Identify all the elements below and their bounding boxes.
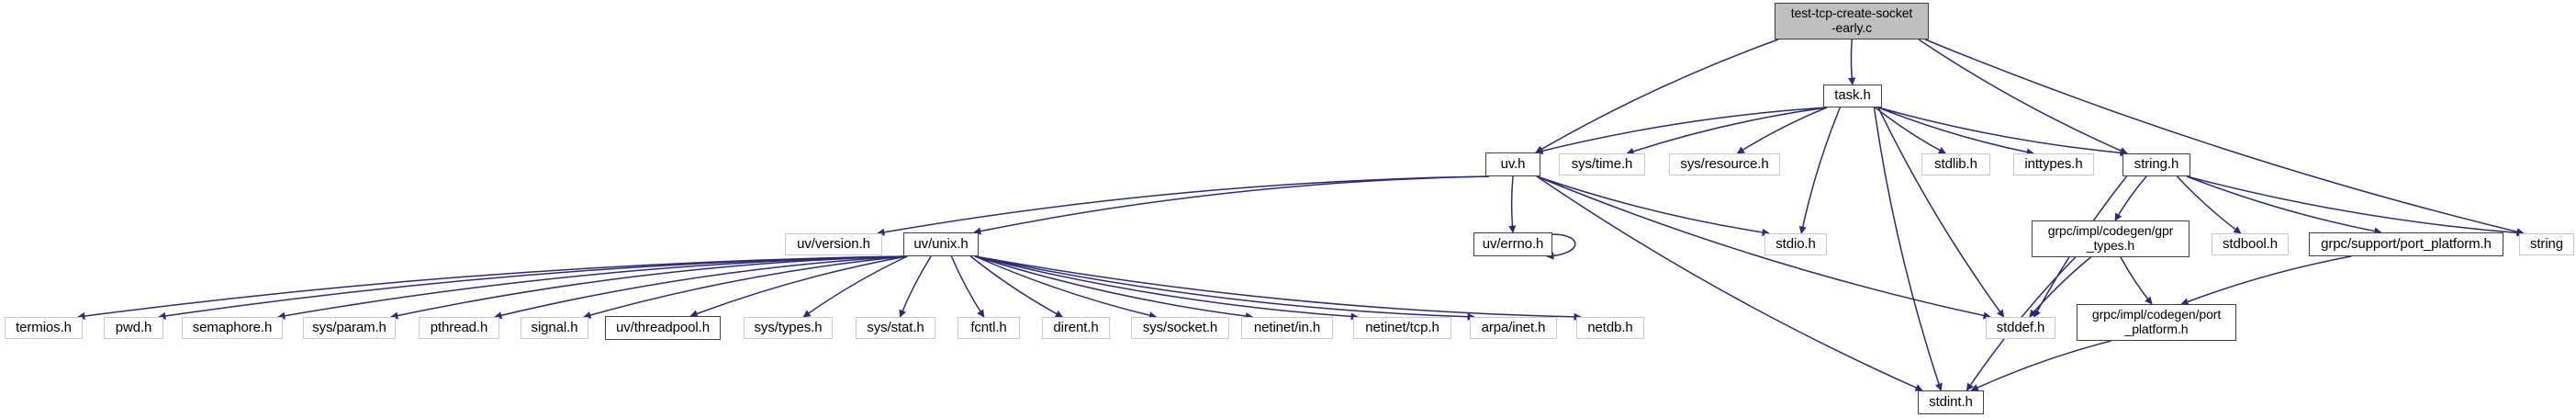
- graph-node-arpainet[interactable]: arpa/inet.h: [1470, 317, 1557, 339]
- graph-node-uvversion[interactable]: uv/version.h: [785, 233, 882, 255]
- graph-edge-root-to-task: [1848, 39, 1856, 85]
- graph-edge-root-to-stringh: [1918, 39, 2128, 154]
- graph-node-stdio[interactable]: stdio.h: [1764, 233, 1827, 255]
- graph-node-stddef[interactable]: stddef.h: [1986, 317, 2055, 339]
- graph-node-netinettcp[interactable]: netinet/tcp.h: [1353, 317, 1451, 339]
- graph-edge-stringh-to-stringcpp: [2186, 175, 2525, 237]
- graph-edge-uvunix-to-netdb: [974, 255, 1582, 321]
- graph-node-stringcpp[interactable]: string: [2519, 233, 2574, 255]
- graph-edge-gprtypes-to-portplat2: [2120, 256, 2153, 305]
- graph-edge-uvunix-to-netinettcp: [974, 255, 1359, 321]
- graph-edge-stringh-to-portplat: [2186, 175, 2382, 235]
- graph-node-pthread[interactable]: pthread.h: [419, 317, 499, 339]
- graph-edge-uvunix-to-systypes: [802, 255, 908, 318]
- graph-edge-uvunix-to-termios: [77, 255, 908, 321]
- graph-edge-uvunix-to-pthread: [494, 255, 908, 320]
- graph-node-inttypes[interactable]: inttypes.h: [2013, 153, 2094, 175]
- graph-edge-task-to-stdio: [1798, 107, 1842, 234]
- graph-node-netinetin[interactable]: netinet/in.h: [1241, 317, 1333, 339]
- graph-edge-task-to-stddef: [1877, 107, 2005, 318]
- graph-node-sysstat[interactable]: sys/stat.h: [856, 317, 935, 339]
- graph-edge-uvh-to-stdint: [1536, 175, 1923, 391]
- graph-node-systypes[interactable]: sys/types.h: [744, 317, 833, 339]
- graph-node-sysresource[interactable]: sys/resource.h: [1669, 153, 1780, 175]
- graph-edge-uvh-to-uvversion: [877, 175, 1490, 236]
- graph-edge-uvh-to-stddef: [1536, 175, 1991, 320]
- graph-edge-stringh-to-gprtypes: [2114, 175, 2147, 221]
- graph-edge-uvunix-to-uvthreadpool: [689, 255, 908, 318]
- graph-node-syssocket[interactable]: sys/socket.h: [1131, 317, 1229, 339]
- graph-edge-task-to-uvh: [1535, 107, 1828, 155]
- graph-edge-uvunix-to-dirent: [969, 255, 1064, 318]
- graph-edge-task-to-stringh: [1877, 107, 2128, 157]
- graph-node-pwd[interactable]: pwd.h: [104, 317, 163, 339]
- graph-edge-root-to-stringcpp: [1924, 39, 2525, 236]
- graph-edge-task-to-stdint: [1873, 107, 1943, 391]
- graph-edge-uvh-to-uverrno: [1508, 175, 1517, 233]
- graph-edge-portplat-to-portplat2: [2180, 255, 2352, 306]
- graph-edge-uvunix-to-signal: [583, 255, 908, 319]
- graph-node-task[interactable]: task.h: [1823, 85, 1882, 107]
- graph-node-portplat[interactable]: grpc/support/port_platform.h: [2309, 232, 2503, 256]
- graph-node-stdint[interactable]: stdint.h: [1918, 390, 1984, 414]
- graph-node-uvthreadpool[interactable]: uv/threadpool.h: [605, 316, 721, 340]
- graph-node-stdlib[interactable]: stdlib.h: [1921, 153, 1990, 175]
- graph-edge-uvunix-to-syssocket: [974, 255, 1158, 320]
- graph-node-stdbool[interactable]: stdbool.h: [2212, 233, 2289, 255]
- graph-edge-root-to-uvh: [1535, 39, 1779, 153]
- graph-edge-task-to-inttypes: [1877, 107, 2034, 156]
- graph-edge-portplat2-to-stdint: [1970, 340, 2111, 391]
- graph-node-uvunix[interactable]: uv/unix.h: [903, 232, 979, 256]
- graph-node-dirent[interactable]: dirent.h: [1042, 317, 1110, 339]
- graph-edge-uvunix-to-arpainet: [974, 255, 1475, 321]
- graph-node-uverrno[interactable]: uv/errno.h: [1473, 232, 1552, 256]
- graph-edge-uvunix-to-fcntl: [950, 255, 985, 318]
- graph-node-portplat2[interactable]: grpc/impl/codegen/port _platform.h: [2077, 304, 2236, 341]
- graph-node-gprtypes[interactable]: grpc/impl/codegen/gpr _types.h: [2032, 220, 2190, 257]
- graph-edge-task-to-systime: [1626, 107, 1828, 155]
- graph-edge-task-to-stdlib: [1875, 107, 1946, 154]
- graph-node-netdb[interactable]: netdb.h: [1576, 317, 1644, 339]
- graph-node-systime[interactable]: sys/time.h: [1559, 153, 1645, 175]
- graph-edge-uvh-to-uvunix: [973, 175, 1490, 235]
- graph-node-semaphore[interactable]: semaphore.h: [182, 317, 283, 339]
- graph-edge-uvunix-to-sysstat: [899, 255, 932, 318]
- graph-node-fcntl[interactable]: fcntl.h: [958, 317, 1020, 339]
- graph-node-signal[interactable]: signal.h: [521, 317, 588, 339]
- graph-node-uvh[interactable]: uv.h: [1485, 153, 1540, 176]
- graph-edge-uvunix-to-sysparam: [390, 255, 908, 320]
- graph-edge-uvunix-to-netinetin: [974, 255, 1254, 321]
- graph-edge-task-to-sysresource: [1736, 107, 1828, 154]
- graph-node-sysparam[interactable]: sys/param.h: [303, 317, 396, 339]
- graph-node-stringh[interactable]: string.h: [2122, 153, 2190, 176]
- graph-edge-uvunix-to-semaphore: [277, 255, 908, 320]
- graph-edge-uvh-to-stdio: [1536, 175, 1770, 236]
- graph-edge-uvunix-to-pwd: [158, 255, 908, 321]
- graph-node-root[interactable]: test-tcp-create-socket -early.c: [1775, 3, 1929, 40]
- graph-node-termios[interactable]: termios.h: [5, 317, 83, 339]
